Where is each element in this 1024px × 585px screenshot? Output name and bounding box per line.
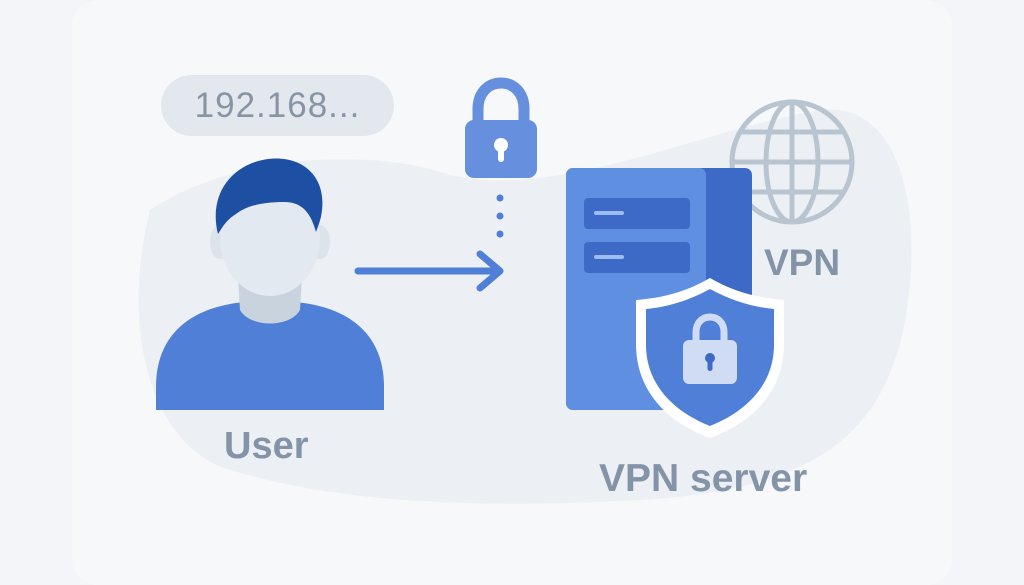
padlock-icon (465, 77, 537, 178)
server-label: VPN server (599, 457, 808, 500)
user-icon (156, 158, 384, 410)
ip-address-pill: 192.168... (161, 75, 394, 136)
globe-label: VPN (764, 242, 841, 283)
user-label: User (224, 425, 309, 467)
dotted-connector (496, 194, 504, 238)
arrow-right-icon (354, 250, 504, 292)
shield-lock-icon (636, 278, 784, 438)
globe-icon (729, 99, 855, 225)
